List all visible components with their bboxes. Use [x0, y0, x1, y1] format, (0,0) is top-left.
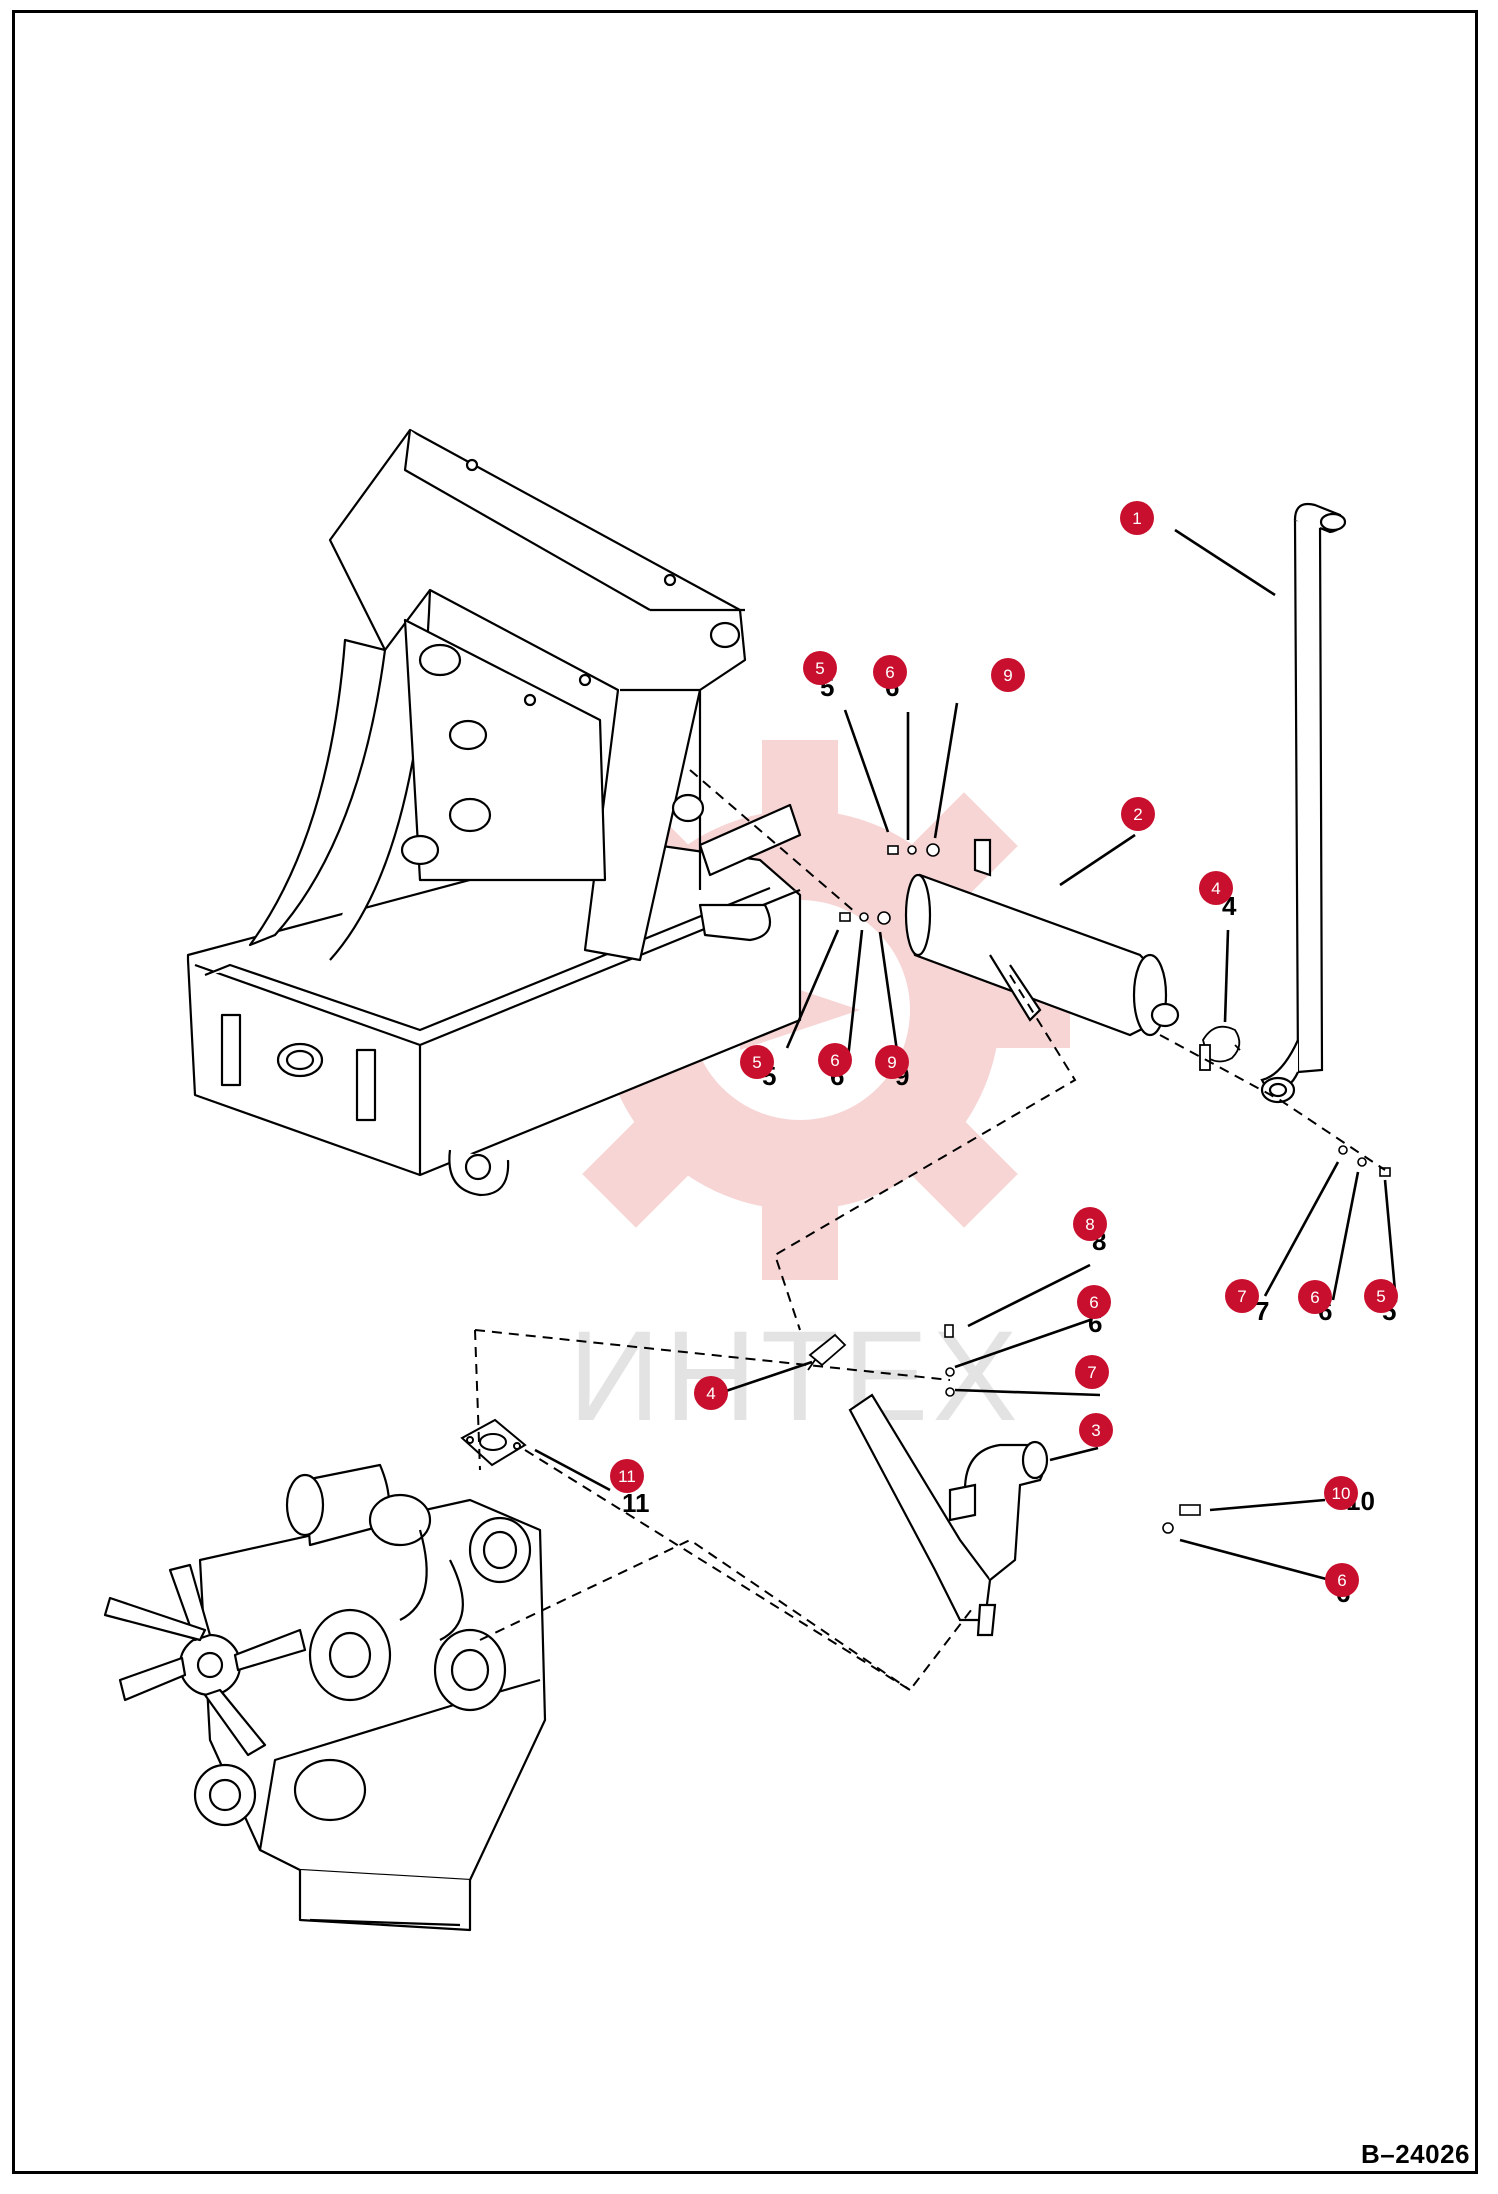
callout-5[interactable]: 5	[740, 1045, 774, 1079]
callout-3[interactable]: 3	[1079, 1413, 1113, 1447]
svg-text:2: 2	[1133, 805, 1142, 824]
svg-text:5: 5	[752, 1053, 761, 1072]
callout-10[interactable]: 10	[1324, 1476, 1358, 1510]
exhaust-elbow-pipe	[848, 1393, 1049, 1637]
bolt-mid	[839, 912, 851, 922]
callout-8[interactable]: 8	[1073, 1207, 1107, 1241]
callout-6[interactable]: 6	[873, 655, 907, 689]
pipe-clamp-upper	[1199, 1025, 1241, 1071]
exhaust-gasket	[460, 1418, 527, 1467]
callout-11[interactable]: 11	[610, 1459, 644, 1493]
washer-bracket	[1162, 1522, 1174, 1534]
echo-numeral: 7	[1255, 1296, 1269, 1326]
callout-2[interactable]: 2	[1121, 797, 1155, 831]
svg-text:4: 4	[706, 1384, 715, 1403]
svg-text:11: 11	[618, 1467, 636, 1486]
fasteners	[839, 843, 1391, 1534]
svg-text:3: 3	[1091, 1421, 1100, 1440]
svg-text:9: 9	[1003, 666, 1012, 685]
callout-markers: 1 2 3 4 4 5 5 5 6 6 6 6 6 7 7 8 9 9 10 1…	[610, 501, 1398, 1597]
callout-9[interactable]: 9	[991, 658, 1025, 692]
svg-text:6: 6	[1089, 1293, 1098, 1312]
svg-text:6: 6	[885, 663, 894, 682]
callout-4[interactable]: 4	[694, 1376, 728, 1410]
svg-text:6: 6	[1310, 1288, 1319, 1307]
svg-text:1: 1	[1132, 509, 1141, 528]
lockwasher-right	[1357, 1157, 1367, 1167]
callout-1[interactable]: 1	[1120, 501, 1154, 535]
callout-5[interactable]: 5	[1364, 1279, 1398, 1313]
svg-text:7: 7	[1087, 1363, 1096, 1382]
engine-assembly	[103, 1463, 547, 1932]
svg-text:6: 6	[1337, 1571, 1346, 1590]
svg-text:7: 7	[1237, 1287, 1246, 1306]
callout-5[interactable]: 5	[803, 651, 837, 685]
callout-6[interactable]: 6	[1325, 1563, 1359, 1597]
callout-7[interactable]: 7	[1225, 1279, 1259, 1313]
echo-numerals: 4 5 5 5 6 6 6 6 6 7 8 9 10 11	[622, 672, 1396, 1608]
svg-text:6: 6	[830, 1051, 839, 1070]
callout-6[interactable]: 6	[1077, 1285, 1111, 1319]
svg-text:9: 9	[887, 1053, 896, 1072]
pipe-clamp-lower	[807, 1333, 847, 1371]
nut-elbow	[945, 1387, 955, 1397]
bolt-bracket	[1179, 1504, 1201, 1516]
lockwasher-mid	[859, 912, 869, 922]
bolt-elbow	[944, 1324, 954, 1338]
lockwasher-elbow	[945, 1367, 955, 1377]
svg-text:10: 10	[1332, 1484, 1351, 1503]
machine-frame-assembly	[186, 428, 802, 1197]
svg-text:5: 5	[1376, 1287, 1385, 1306]
washer-mid	[877, 911, 891, 925]
nut-right	[1338, 1145, 1348, 1155]
svg-text:8: 8	[1085, 1215, 1094, 1234]
bolt-upper	[887, 845, 899, 855]
callout-4[interactable]: 4	[1199, 871, 1233, 905]
callout-6[interactable]: 6	[1298, 1280, 1332, 1314]
leader-lines	[534, 528, 1398, 1582]
lockwasher-upper	[907, 845, 917, 855]
washer-upper	[926, 843, 940, 857]
sheet-border	[12, 10, 1478, 2174]
drawing-number: B–24026	[1360, 2139, 1470, 2169]
exhaust-stack-pipe	[1260, 502, 1347, 1104]
echo-numeral: 11	[622, 1488, 650, 1518]
muffler	[904, 838, 1180, 1037]
callout-6[interactable]: 6	[818, 1043, 852, 1077]
alignment-lines	[474, 769, 1386, 1692]
callout-7[interactable]: 7	[1075, 1355, 1109, 1389]
svg-text:4: 4	[1211, 879, 1220, 898]
bolt-right	[1379, 1167, 1391, 1177]
svg-text:5: 5	[815, 659, 824, 678]
callout-9[interactable]: 9	[875, 1045, 909, 1079]
watermark-text: ИНТЕХ	[568, 1305, 1021, 1448]
